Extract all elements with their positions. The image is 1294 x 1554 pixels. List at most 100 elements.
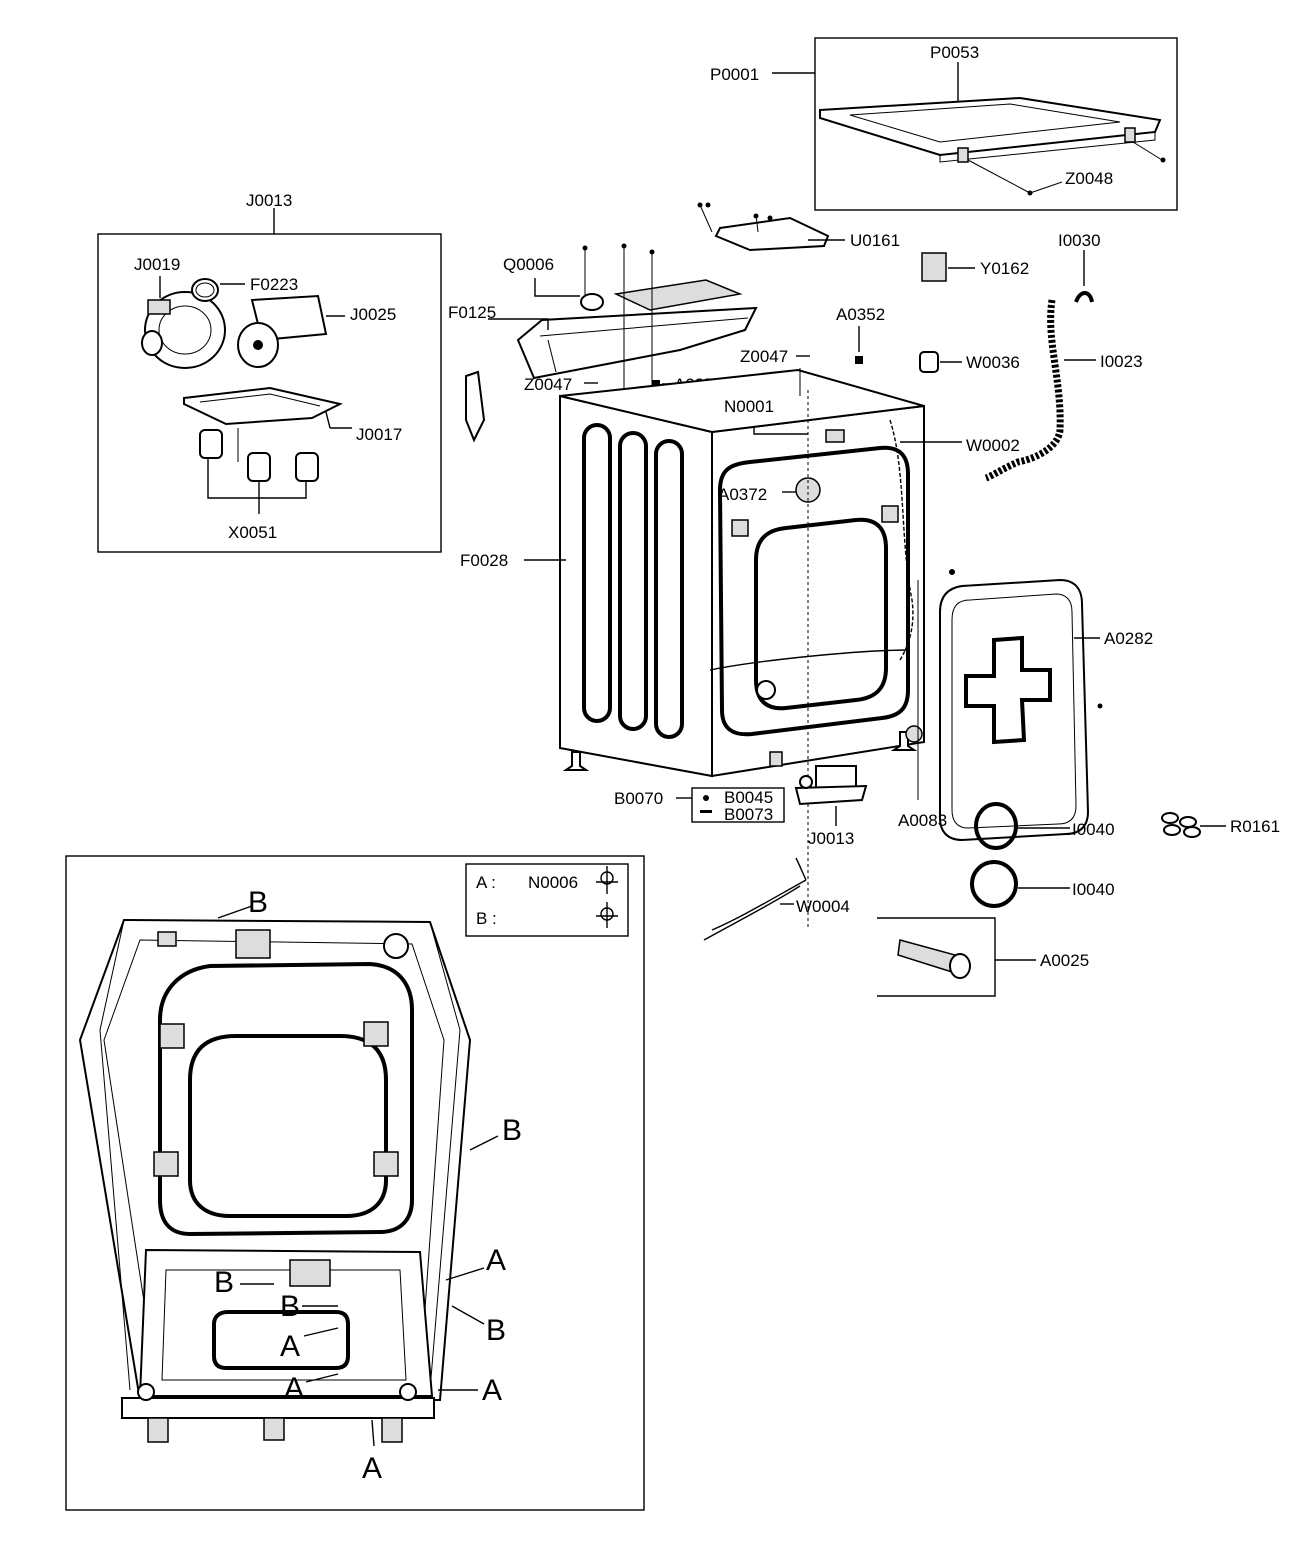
frame-base-bracket bbox=[289, 1259, 331, 1287]
top-cover-edge bbox=[939, 132, 1156, 163]
panel-screw bbox=[699, 204, 713, 233]
marker-b2: B bbox=[502, 1114, 522, 1147]
cabinet-rib-1 bbox=[582, 423, 612, 723]
a0025-box bbox=[877, 917, 996, 997]
label-i0040-a: I0040 bbox=[1072, 820, 1115, 839]
screw-icon bbox=[1160, 157, 1166, 163]
cabinet-foot-tab bbox=[769, 751, 783, 767]
cap-ring-2 bbox=[1179, 816, 1197, 828]
frame-mount-3 bbox=[153, 1151, 179, 1177]
frame-corner-1 bbox=[137, 1383, 155, 1401]
cover-hinge-left bbox=[957, 147, 969, 163]
legend-a-part: N0006 bbox=[528, 873, 578, 892]
f0125-leader bbox=[488, 318, 549, 330]
arrow-a3 bbox=[305, 1373, 339, 1383]
top-cover-part bbox=[819, 96, 1162, 157]
label-p0053: P0053 bbox=[930, 43, 979, 62]
hose-hanger bbox=[1074, 291, 1094, 303]
marker-b4: B bbox=[280, 1290, 300, 1323]
z0048-leader-b bbox=[1132, 141, 1163, 161]
label-u0161: U0161 bbox=[850, 231, 900, 250]
frame-front-rail bbox=[121, 1397, 435, 1419]
arrow-a2 bbox=[303, 1327, 339, 1337]
label-j0019: J0019 bbox=[134, 255, 180, 274]
damper-foot-1 bbox=[199, 429, 223, 459]
legend-b-key: B : bbox=[476, 909, 497, 928]
frame-edges bbox=[99, 919, 461, 1391]
arrow-a5 bbox=[371, 1419, 375, 1447]
frame-foot-1 bbox=[147, 1417, 169, 1443]
dispenser-detail bbox=[539, 317, 749, 373]
cap-ring-1 bbox=[1161, 812, 1179, 824]
screw-b-icon bbox=[596, 902, 618, 928]
screw-icon bbox=[949, 569, 955, 575]
cover-hinge-right bbox=[1124, 127, 1136, 143]
main-pcb bbox=[613, 279, 743, 311]
label-y0162: Y0162 bbox=[980, 259, 1029, 278]
label-i0023: I0023 bbox=[1100, 352, 1143, 371]
screw-icon bbox=[582, 245, 588, 251]
frame-foot-3 bbox=[381, 1417, 403, 1443]
pump-assembly-box bbox=[97, 233, 442, 553]
z0048-leader-a bbox=[967, 159, 1031, 194]
pump-bracket-rib bbox=[199, 393, 321, 407]
heater-body bbox=[897, 939, 956, 973]
q0006-leader bbox=[534, 278, 580, 297]
pump-bracket bbox=[183, 386, 343, 426]
frame-mount-1 bbox=[159, 1023, 185, 1049]
label-p0001: P0001 bbox=[710, 65, 759, 84]
upper-parts: U0161 Y0162 I0030 I0023 W0036 A0352 Q000… bbox=[448, 202, 1143, 482]
inlet-valve-port bbox=[799, 775, 813, 789]
label-j0013-bottom: J0013 bbox=[808, 829, 854, 848]
cabinet-mount-2 bbox=[881, 505, 899, 523]
leveling-foot-1 bbox=[562, 751, 590, 771]
marker-a1: A bbox=[486, 1244, 506, 1277]
label-a0025: A0025 bbox=[1040, 951, 1089, 970]
control-panel-part bbox=[714, 216, 830, 252]
marker-b5: B bbox=[486, 1314, 506, 1347]
pump-assembly: J0013 J0019 F0223 J0025 J0017 X0051 bbox=[97, 191, 442, 553]
cap-ring-3 bbox=[1163, 824, 1181, 836]
inlet-hose-2 bbox=[970, 860, 1018, 908]
label-f0125: F0125 bbox=[448, 303, 496, 322]
cabinet-top-edge bbox=[559, 368, 925, 434]
label-w0004: W0004 bbox=[796, 897, 850, 916]
cabinet-gear-part bbox=[795, 477, 821, 503]
marker-a4: A bbox=[482, 1374, 502, 1407]
n0001-leader bbox=[753, 426, 808, 435]
label-f0028: F0028 bbox=[460, 551, 508, 570]
top-cover-box bbox=[814, 37, 1178, 211]
hinge-part bbox=[465, 370, 486, 443]
back-cover-panel bbox=[939, 578, 1090, 842]
label-z0048: Z0048 bbox=[1065, 169, 1113, 188]
screw-icon bbox=[621, 243, 627, 249]
inlet-hose-1 bbox=[974, 802, 1018, 850]
cabinet-rib-2 bbox=[618, 431, 648, 731]
screw-icon bbox=[1097, 703, 1103, 709]
damper-foot-3 bbox=[295, 452, 319, 482]
drain-pump-inner bbox=[158, 305, 212, 355]
back-cover-assembly: A0282 bbox=[939, 578, 1153, 842]
drain-pump-outlet bbox=[141, 330, 163, 356]
marker-b1: B bbox=[248, 886, 268, 919]
pcb-module bbox=[921, 252, 947, 282]
legend-box bbox=[465, 863, 629, 937]
valve-part bbox=[580, 293, 604, 311]
filter-part bbox=[919, 351, 939, 373]
label-j0013-top: J0013 bbox=[246, 191, 292, 210]
cabinet-back-frame bbox=[717, 445, 910, 737]
leveling-foot-3 bbox=[905, 725, 923, 743]
top-cover-glass bbox=[849, 103, 1121, 143]
label-w0002: W0002 bbox=[966, 436, 1020, 455]
label-w0036: W0036 bbox=[966, 353, 1020, 372]
pump-seal-ring-inner bbox=[195, 282, 215, 298]
screw-icon bbox=[649, 249, 655, 255]
screw-icon bbox=[705, 202, 711, 208]
inlet-valve-base bbox=[794, 784, 868, 806]
arrow-b5 bbox=[451, 1305, 485, 1325]
label-a0282: A0282 bbox=[1104, 629, 1153, 648]
label-b0045: B0045 bbox=[724, 788, 773, 807]
frame-top-bracket bbox=[235, 929, 271, 959]
back-cover-cross bbox=[964, 635, 1052, 745]
cabinet-back-opening bbox=[754, 517, 888, 711]
